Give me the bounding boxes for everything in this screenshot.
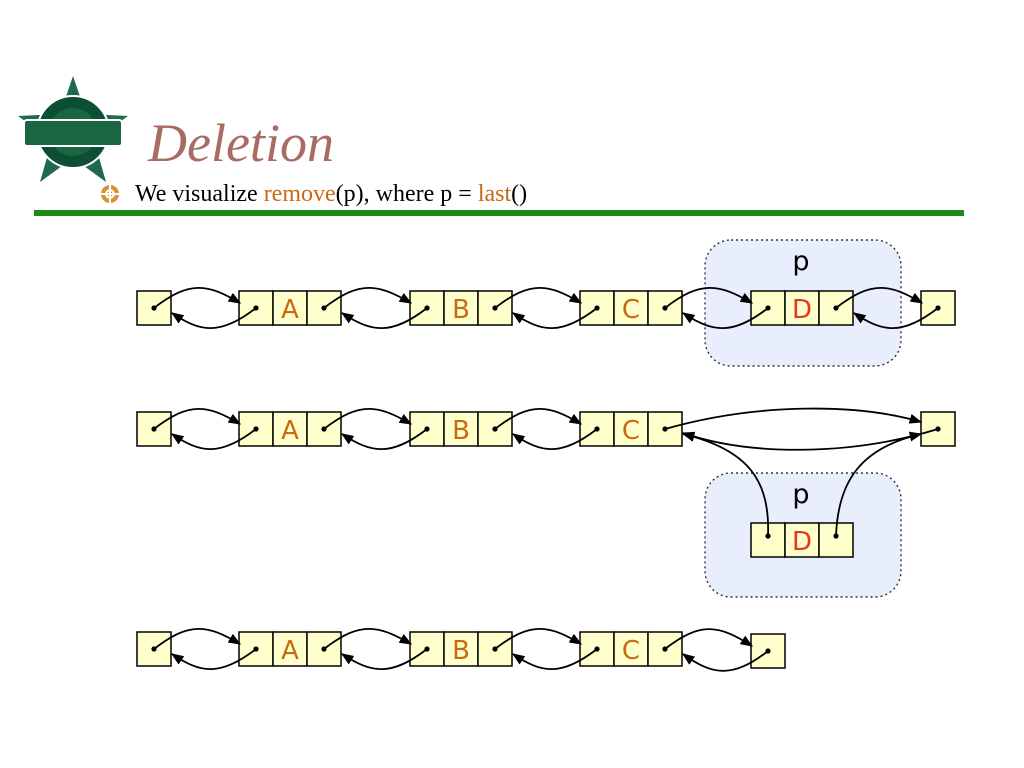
link-arrow (323, 408, 413, 430)
node-label-highlighted: D (792, 295, 812, 325)
elem-cell (613, 631, 649, 667)
link-arrow (340, 428, 428, 450)
bullet-suffix: () (511, 180, 528, 207)
node-label: B (452, 636, 470, 666)
link-arrow (852, 307, 939, 330)
slide-title: Deletion (148, 113, 334, 173)
elem-cell (443, 631, 479, 667)
link-arrow (681, 307, 769, 329)
link-arrow (340, 648, 428, 670)
link-arrow (511, 307, 598, 330)
bullet-args: (p), where p = (335, 180, 478, 207)
elem-cell (784, 290, 820, 326)
link-arrow (170, 648, 257, 671)
link-arrow (494, 628, 583, 650)
link-arrow (511, 428, 598, 451)
node-label: C (622, 636, 640, 666)
link-arrow (511, 648, 598, 671)
target-bullet-icon (100, 184, 120, 204)
title-rule (34, 210, 964, 216)
link-arrow (664, 287, 754, 309)
bullet-line: We visualize remove (p), where p = last … (99, 178, 527, 210)
link-arrow (153, 628, 242, 650)
link-arrow (494, 287, 583, 309)
link-arrow (323, 287, 413, 309)
elem-cell (272, 631, 308, 667)
elem-cell (443, 290, 479, 326)
link-arrow (153, 408, 242, 430)
bullet-prefix: We visualize (135, 180, 264, 207)
node-label: B (452, 295, 470, 325)
elem-cell (272, 411, 308, 447)
node-label: B (452, 416, 470, 446)
link-arrow (170, 428, 257, 451)
link-arrow (681, 650, 769, 672)
row-1 (136, 290, 956, 326)
node-label: C (622, 416, 640, 446)
removed-elem-cell (784, 522, 820, 558)
dangling-prev-arrow (681, 431, 769, 537)
node-label: C (622, 295, 640, 325)
link-arrow (835, 287, 924, 309)
removed-node-label: D (792, 527, 812, 557)
elem-cell (443, 411, 479, 447)
link-arrow (340, 307, 428, 329)
node-label: A (281, 295, 299, 325)
link-arrow (664, 628, 754, 650)
bullet-func: last (477, 180, 512, 207)
node-label: A (281, 636, 299, 666)
link-arrow (323, 628, 413, 650)
pointer-label-row1: p (792, 246, 809, 277)
link-arrow (170, 307, 257, 330)
bullet-call: remove (263, 180, 336, 207)
bypass-next-arrow (664, 407, 923, 430)
dangling-next-arrow (835, 431, 923, 537)
node-label: A (281, 416, 299, 446)
pointer-label-row2: p (792, 479, 809, 510)
link-arrow (153, 287, 242, 309)
link-arrow (494, 408, 583, 430)
unt-logo (18, 76, 128, 182)
